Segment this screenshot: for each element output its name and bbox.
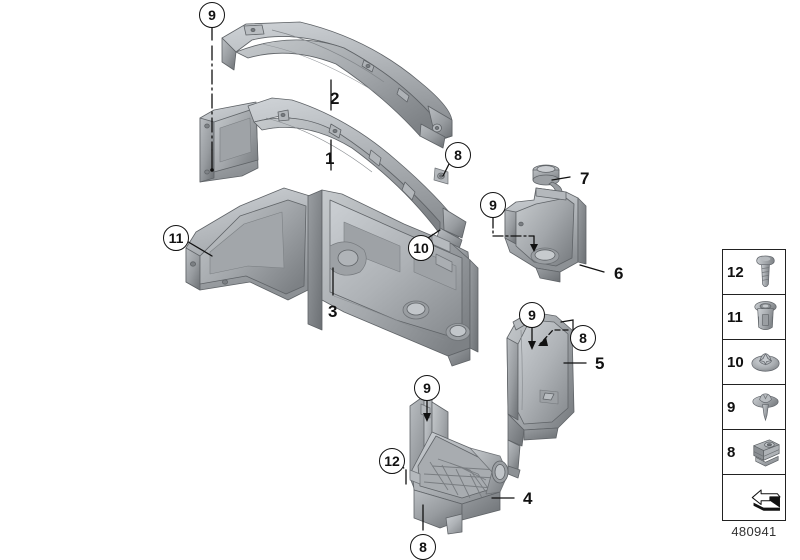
callout-8-part5[interactable]: 8 xyxy=(570,325,596,351)
part-3-artwork xyxy=(185,187,479,367)
part-label-7: 7 xyxy=(580,170,589,187)
callout-label: 8 xyxy=(579,330,587,346)
legend-row-8[interactable]: 8 xyxy=(723,430,785,475)
part-label-4: 4 xyxy=(523,490,532,507)
callout-9-part5[interactable]: 9 xyxy=(519,302,545,328)
part-label-text: 3 xyxy=(328,302,338,321)
legend-row-9[interactable]: 9 xyxy=(723,385,785,430)
callout-label: 8 xyxy=(454,147,462,163)
part-label-text: 1 xyxy=(325,149,335,168)
part-2-artwork xyxy=(221,21,453,149)
part-label-6: 6 xyxy=(614,265,623,282)
callout-9-top[interactable]: 9 xyxy=(199,2,225,28)
callout-label: 12 xyxy=(384,453,400,469)
callout-label: 9 xyxy=(528,307,536,323)
legend-number: 12 xyxy=(727,263,744,281)
legend-row-11[interactable]: 11 xyxy=(723,295,785,340)
part-label-text: 6 xyxy=(614,264,624,283)
callout-label: 9 xyxy=(489,197,497,213)
callout-label: 11 xyxy=(168,230,184,246)
legend-number: 8 xyxy=(727,443,736,461)
legend-number: 9 xyxy=(727,398,736,416)
part-label-2: 2 xyxy=(330,90,339,107)
callout-9-part4[interactable]: 9 xyxy=(414,375,440,401)
part-5-artwork xyxy=(506,311,575,479)
part-label-text: 2 xyxy=(330,89,340,108)
part-label-text: 4 xyxy=(523,489,533,508)
legend-row-10[interactable]: 10 xyxy=(723,340,785,385)
callout-8-upper[interactable]: 8 xyxy=(445,142,471,168)
legend-row-arrow xyxy=(723,475,785,522)
part-label-text: 5 xyxy=(595,354,605,373)
callout-12-part4[interactable]: 12 xyxy=(379,448,405,474)
part-label-1: 1 xyxy=(325,150,334,167)
spring-nut-icon xyxy=(746,430,785,474)
callout-8-part4[interactable]: 8 xyxy=(410,534,436,560)
callout-9-part6[interactable]: 9 xyxy=(480,192,506,218)
callout-10-part3[interactable]: 10 xyxy=(408,235,434,261)
direction-arrow-icon xyxy=(746,475,785,522)
part-7-artwork xyxy=(532,164,563,193)
callout-11-part3[interactable]: 11 xyxy=(163,225,189,251)
callout-label: 8 xyxy=(419,539,427,555)
callout-label: 9 xyxy=(423,380,431,396)
part-4-artwork xyxy=(409,395,509,535)
legend-row-12[interactable]: 12 xyxy=(723,250,785,295)
disc-clip-icon xyxy=(746,340,785,384)
callout-label: 10 xyxy=(413,240,429,256)
push-pin-rivet-icon xyxy=(746,385,785,429)
diagram-part-number: 480941 xyxy=(731,524,777,539)
fastener-legend: 12 xyxy=(722,249,786,521)
part-label-text: 7 xyxy=(580,169,590,188)
part-label-5: 5 xyxy=(595,355,604,372)
callout-label: 9 xyxy=(208,7,216,23)
expansion-rivet-icon xyxy=(746,295,785,339)
legend-number: 10 xyxy=(727,353,744,371)
legend-number: 11 xyxy=(727,308,743,326)
part-label-3: 3 xyxy=(328,303,337,320)
screw-icon xyxy=(746,250,785,294)
